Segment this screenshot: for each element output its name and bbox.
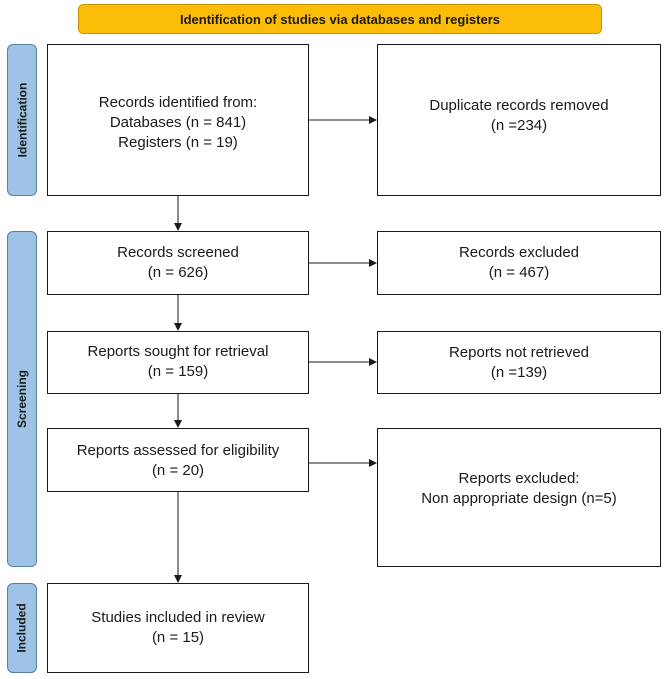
duplicates-removed-box: Duplicate records removed (n =234) — [377, 44, 661, 196]
reports-not-retrieved-line-2: (n =139) — [490, 364, 548, 381]
studies-included-line-2: (n = 15) — [151, 629, 205, 646]
records-identified-line-2: Databases (n = 841) — [109, 114, 247, 131]
diagram-header: Identification of studies via databases … — [78, 4, 602, 34]
reports-not-retrieved-line-1: Reports not retrieved — [448, 344, 590, 361]
reports-excluded-line-2: Non appropriate design (n=5) — [421, 490, 617, 507]
duplicates-removed-line-1: Duplicate records removed — [429, 97, 609, 114]
header-title: Identification of studies via databases … — [179, 11, 501, 27]
reports-assessed-line-1: Reports assessed for eligibility — [76, 442, 280, 459]
reports-sought-box: Reports sought for retrieval (n = 159) — [47, 331, 309, 394]
records-identified-line-3: Registers (n = 19) — [118, 134, 238, 151]
records-identified-box: Records identified from: Databases (n = … — [47, 44, 309, 196]
studies-included-line-1: Studies included in review — [91, 609, 265, 626]
reports-assessed-line-2: (n = 20) — [151, 462, 205, 479]
phase-screening: Screening — [7, 231, 37, 567]
records-excluded-line-1: Records excluded — [458, 244, 580, 261]
records-excluded-line-2: (n = 467) — [488, 264, 550, 281]
records-screened-box: Records screened (n = 626) — [47, 231, 309, 295]
reports-sought-line-2: (n = 159) — [147, 363, 209, 380]
records-excluded-box: Records excluded (n = 467) — [377, 231, 661, 295]
reports-excluded-line-1: Reports excluded: — [458, 470, 580, 487]
studies-included-box: Studies included in review (n = 15) — [47, 583, 309, 673]
reports-sought-line-1: Reports sought for retrieval — [87, 343, 269, 360]
duplicates-removed-line-2: (n =234) — [490, 117, 548, 134]
reports-assessed-box: Reports assessed for eligibility (n = 20… — [47, 428, 309, 492]
records-identified-line-1: Records identified from: — [98, 94, 258, 111]
reports-not-retrieved-box: Reports not retrieved (n =139) — [377, 331, 661, 394]
records-screened-line-1: Records screened — [117, 244, 239, 261]
reports-excluded-box: Reports excluded: Non appropriate design… — [377, 428, 661, 567]
phase-included: Included — [7, 583, 37, 673]
records-screened-line-2: (n = 626) — [147, 264, 209, 281]
phase-identification: Identification — [7, 44, 37, 196]
